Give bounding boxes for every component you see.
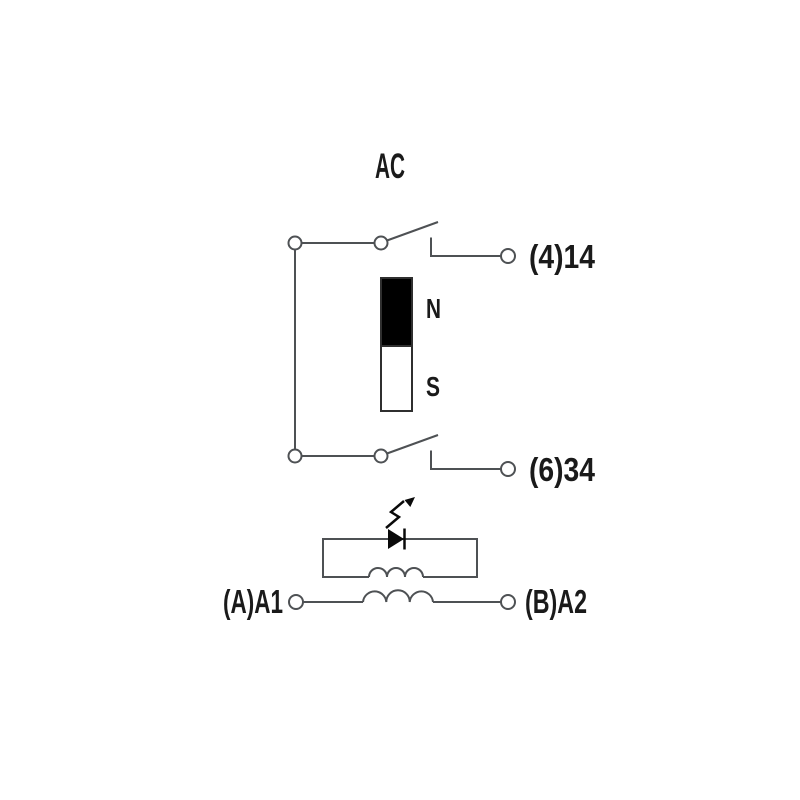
top-contact-terminal-label: (4)14 <box>529 238 596 275</box>
magnet-north-label: N <box>426 293 441 324</box>
led-emission-bolt-arrowhead <box>404 497 415 507</box>
coil-symbol: (A)A1 (B)A2 <box>223 583 587 620</box>
led-loop-inductor-icon <box>368 567 424 578</box>
coil-inductor-icon <box>362 589 434 603</box>
magnet-south-label: S <box>426 371 440 402</box>
bottom-contact-fixed-terminal-wire <box>430 450 501 470</box>
bottom-contact-junction-node <box>287 448 303 464</box>
magnet-symbol: N S <box>380 277 441 412</box>
coil-terminal-a1-node <box>288 594 304 610</box>
bottom-contact-terminal-node <box>500 461 516 477</box>
led-loop-symbol <box>322 497 478 578</box>
led-diode-icon <box>388 529 404 549</box>
bottom-contact-symbol: (6)34 <box>287 434 596 488</box>
magnet-south-pole <box>380 345 413 412</box>
top-contact-symbol: (4)14 <box>287 221 596 275</box>
led-loop-wire <box>322 538 478 578</box>
coil-terminal-a1-label: (A)A1 <box>223 583 283 620</box>
top-contact-terminal-node <box>500 248 516 264</box>
bottom-contact-pivot-node <box>373 448 389 464</box>
diagram-title: AC <box>375 147 405 186</box>
top-contact-pivot-node <box>373 235 389 251</box>
bottom-contact-blade <box>386 434 439 455</box>
bottom-contact-terminal-label: (6)34 <box>529 451 596 488</box>
coil-terminal-a2-node <box>500 594 516 610</box>
magnet-north-pole <box>380 277 413 347</box>
led-emission-bolt-icon <box>385 500 405 529</box>
top-contact-junction-node <box>287 235 303 251</box>
top-contact-fixed-terminal-wire <box>430 237 501 257</box>
coil-terminal-a2-label: (B)A2 <box>525 583 587 620</box>
top-contact-blade <box>386 221 439 242</box>
